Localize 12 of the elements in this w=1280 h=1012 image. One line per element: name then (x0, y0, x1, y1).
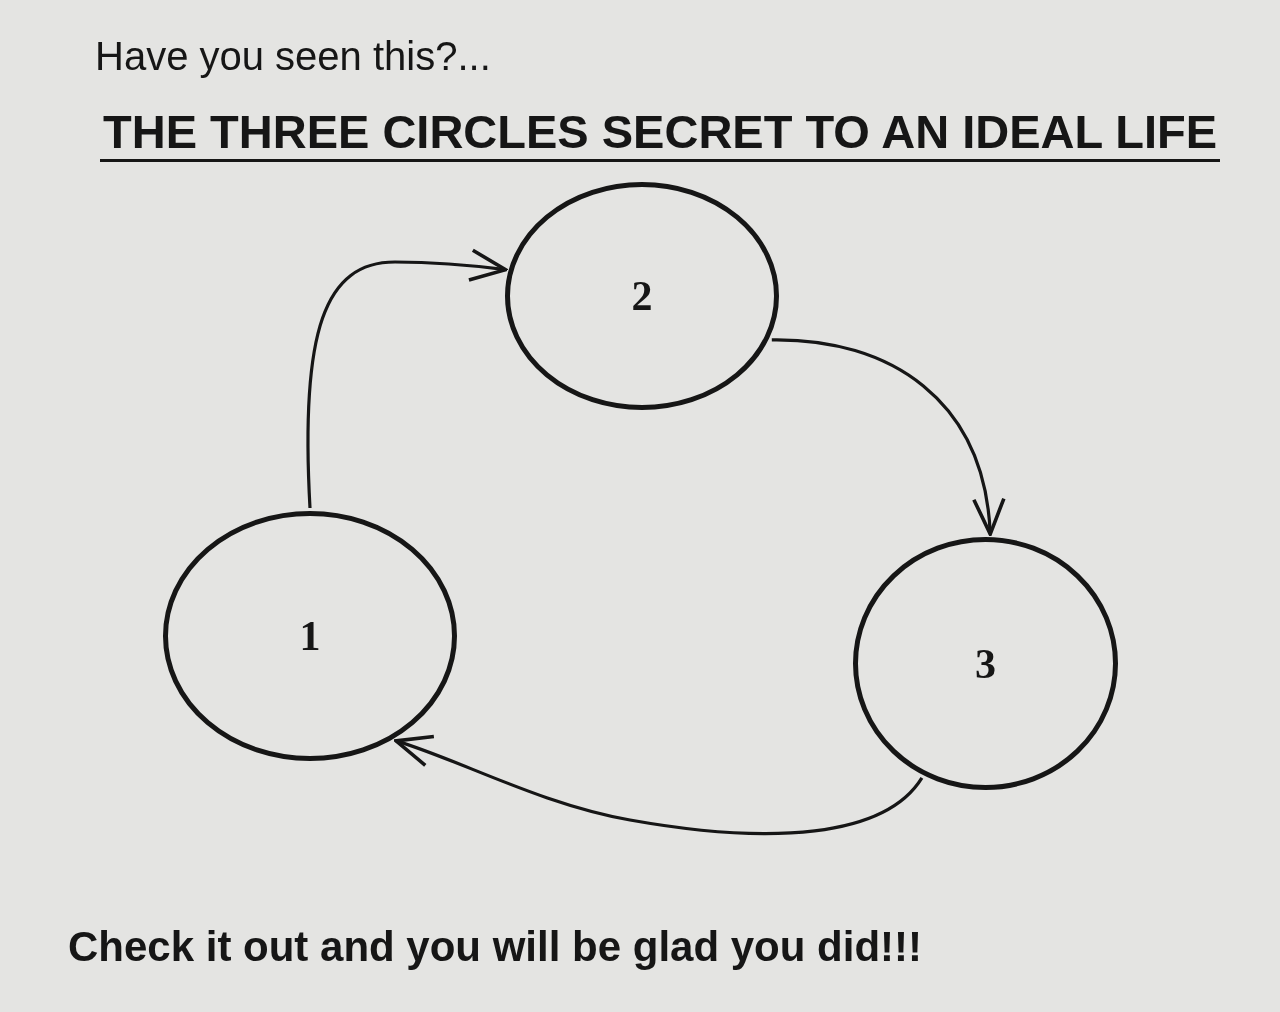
intro-note: Have you seen this?... (95, 33, 491, 79)
underlined-title: THE THREE CIRCLES SECRET TO AN IDEAL LIFE (100, 105, 1221, 163)
curved-arrow (394, 735, 924, 836)
circle-number: 3 (975, 642, 996, 685)
curved-arrow (306, 248, 508, 509)
curved-arrow (771, 338, 1004, 536)
circle-node (163, 511, 457, 761)
closing-caption: Check it out and you will be glad you did!!! (68, 923, 922, 972)
circle-node (505, 182, 779, 410)
circle-number: 2 (631, 275, 653, 317)
circle-number: 1 (299, 615, 321, 657)
circle-node (853, 537, 1118, 790)
